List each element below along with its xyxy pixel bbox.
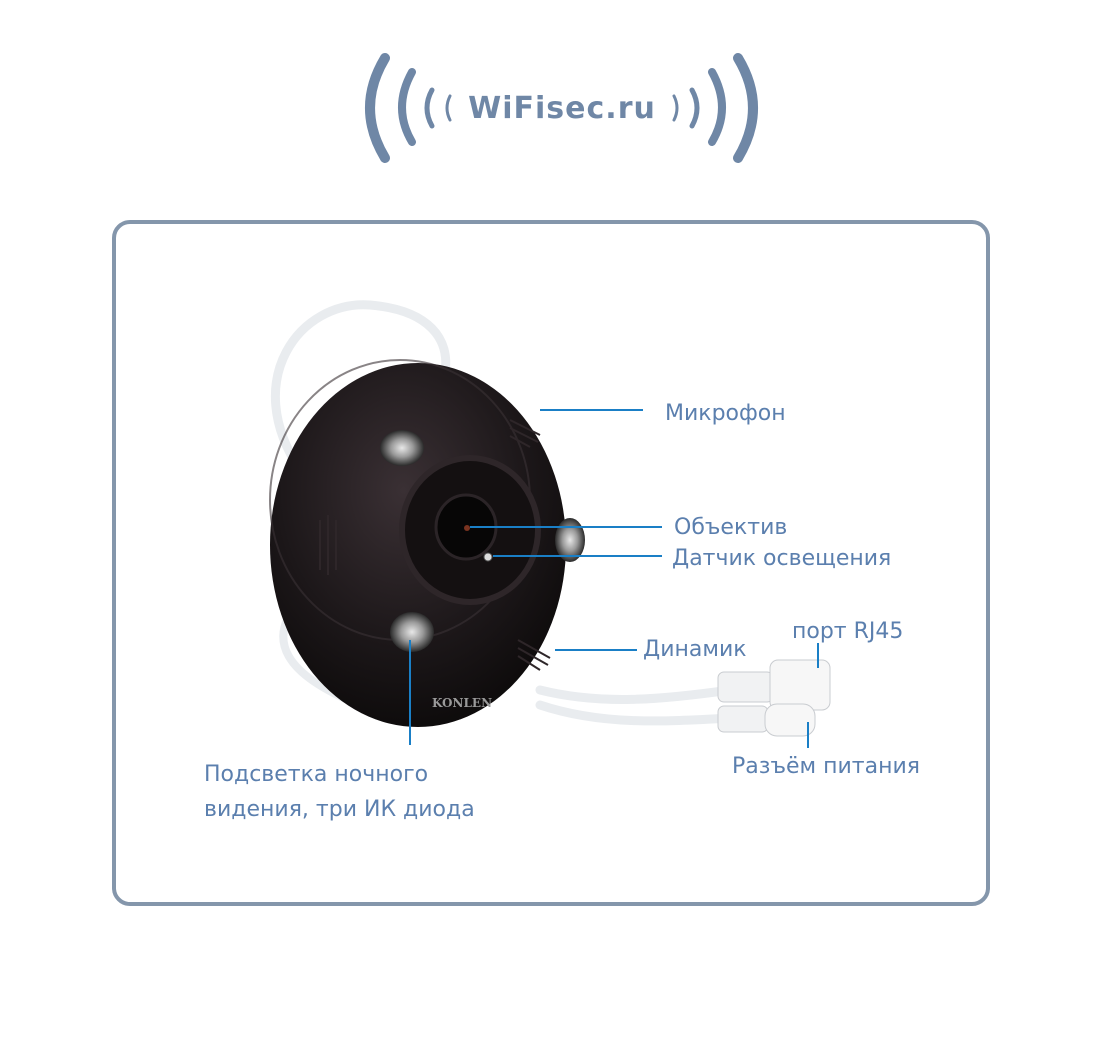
- logo-text: WiFisec.ru: [468, 91, 656, 126]
- ir-led-icon: [555, 518, 585, 562]
- label-microphone: Микрофон: [665, 401, 786, 426]
- brand-label: KONLEN: [432, 696, 492, 710]
- label-ir-line2: видения, три ИК диода: [204, 797, 475, 822]
- wifisec-logo: WiFisec.ru: [365, 53, 758, 163]
- label-ir-line1: Подсветка ночного: [204, 762, 428, 787]
- camera-body: KONLEN: [269, 359, 585, 727]
- ir-led-icon: [390, 612, 434, 652]
- diagram-frame: [112, 220, 990, 906]
- ir-led-icon: [380, 430, 424, 466]
- power-connector: [717, 703, 816, 737]
- label-light-sensor: Датчик освещения: [672, 546, 891, 571]
- speaker-grille: [517, 639, 551, 671]
- rj45-connector: [717, 659, 831, 711]
- label-speaker: Динамик: [643, 637, 747, 662]
- leader-lines: [409, 409, 819, 748]
- label-power: Разъём питания: [732, 754, 920, 779]
- label-lens: Объектив: [674, 515, 787, 540]
- microphone-grille: [509, 419, 541, 448]
- light-sensor-icon: [483, 552, 493, 562]
- label-rj45: порт RJ45: [792, 619, 903, 644]
